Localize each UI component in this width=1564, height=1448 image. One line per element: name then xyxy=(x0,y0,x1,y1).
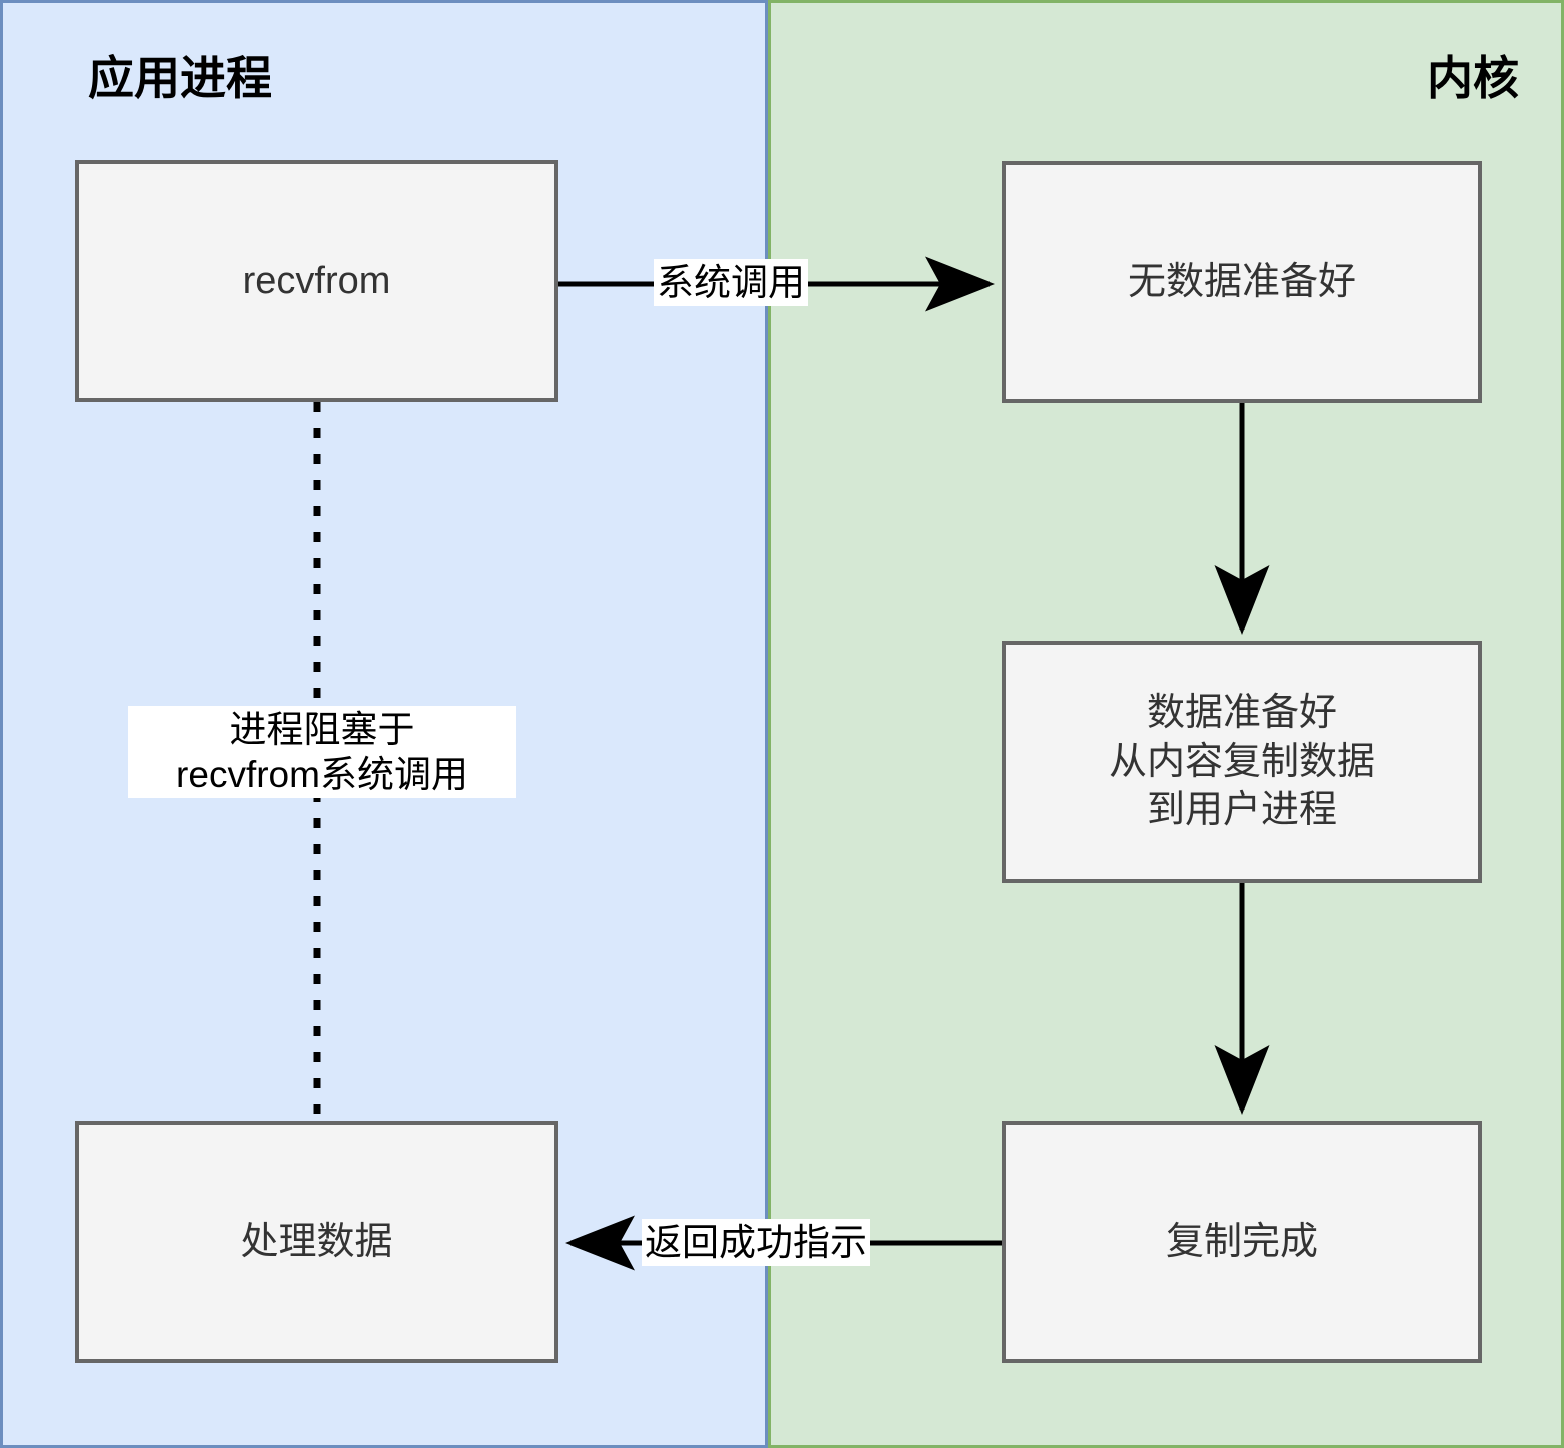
node-recvfrom[interactable]: recvfrom xyxy=(75,160,558,402)
edge-label-return-success: 返回成功指示 xyxy=(642,1219,870,1267)
edge-label-process-blocked: 进程阻塞于 recvfrom系统调用 xyxy=(128,706,516,799)
node-copy-data-to-user[interactable]: 数据准备好 从内容复制数据 到用户进程 xyxy=(1002,641,1482,883)
node-copy-data-to-user-label: 数据准备好 从内容复制数据 到用户进程 xyxy=(1108,692,1375,832)
panel-title-app-process: 应用进程 xyxy=(88,52,272,104)
node-process-data-label: 处理数据 xyxy=(240,1220,393,1263)
panel-title-kernel: 内核 xyxy=(1427,52,1519,104)
node-process-data[interactable]: 处理数据 xyxy=(75,1121,558,1363)
node-no-data-ready-label: 无数据准备好 xyxy=(1127,260,1356,303)
node-copy-complete[interactable]: 复制完成 xyxy=(1002,1121,1482,1363)
edge-label-syscall: 系统调用 xyxy=(654,259,808,307)
node-copy-complete-label: 复制完成 xyxy=(1165,1220,1318,1263)
node-recvfrom-label: recvfrom xyxy=(242,259,391,302)
node-no-data-ready[interactable]: 无数据准备好 xyxy=(1002,161,1482,403)
